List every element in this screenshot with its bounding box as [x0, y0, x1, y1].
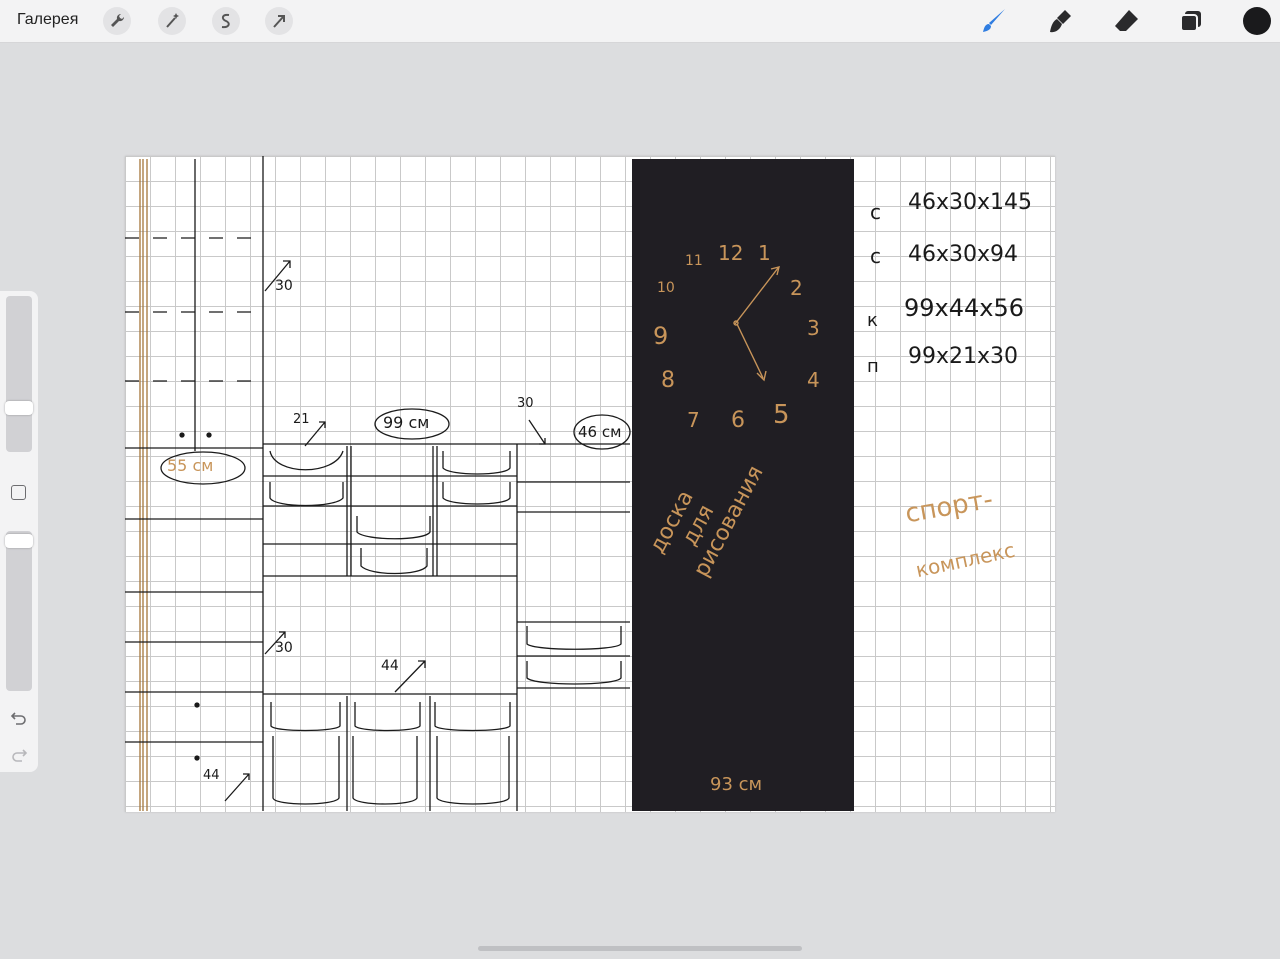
brush-size-slider[interactable] [6, 296, 32, 452]
redo-icon[interactable] [9, 743, 29, 763]
clock-number: 2 [790, 276, 803, 300]
clock-number: 6 [731, 408, 745, 433]
gallery-button[interactable]: Галерея [17, 11, 79, 28]
clock-number: 12 [718, 241, 744, 265]
modify-button[interactable] [11, 485, 26, 500]
clock-number: 11 [685, 253, 703, 269]
eraser-icon[interactable] [1111, 6, 1141, 36]
dim-55-label: 55 см [167, 456, 214, 475]
selection-icon[interactable] [212, 7, 240, 35]
clock-number: 8 [661, 368, 675, 393]
clock-number: 10 [657, 280, 675, 296]
brush-size-thumb[interactable] [5, 401, 33, 415]
home-indicator [478, 946, 802, 951]
transform-arrow-icon[interactable] [265, 7, 293, 35]
spec-4: 99х21х30 [908, 344, 1019, 369]
clock-number: 4 [807, 368, 820, 392]
opacity-thumb[interactable] [5, 534, 33, 548]
dim-44-mid-label: 44 [381, 658, 399, 674]
board-width-label: 93 см [710, 774, 763, 795]
clock-number: 3 [807, 316, 820, 340]
spec-letter: к [867, 310, 878, 331]
dim-44-bottom-label: 44 [203, 768, 220, 783]
dim-21-label: 21 [293, 412, 310, 427]
clock-number: 1 [758, 241, 771, 265]
layers-icon[interactable] [1176, 6, 1206, 36]
clock-number: 9 [653, 322, 669, 350]
spec-letter: с [870, 244, 881, 268]
wrench-icon[interactable] [103, 7, 131, 35]
spec-1: 46х30х145 [908, 190, 1033, 215]
opacity-slider[interactable] [6, 531, 32, 691]
clock-number: 5 [773, 400, 790, 430]
drawing-canvas[interactable]: 55 см 99 см 46 см 21 30 30 30 44 44 12 1… [125, 156, 1055, 812]
blackboard [632, 159, 854, 811]
dim-30-right-label: 30 [517, 396, 534, 411]
color-picker-swatch[interactable] [1243, 7, 1271, 35]
magic-wand-icon[interactable] [158, 7, 186, 35]
brush-icon[interactable] [979, 6, 1009, 36]
smudge-icon[interactable] [1045, 6, 1075, 36]
clock-number: 7 [687, 408, 700, 432]
spec-letter: п [867, 356, 879, 377]
dim-46-label: 46 см [578, 423, 622, 441]
spec-2: 46х30х94 [908, 242, 1019, 267]
spec-letter: с [870, 200, 881, 224]
dim-30-top-label: 30 [275, 278, 293, 294]
sketch-strokes [125, 156, 780, 811]
dim-99-label: 99 см [383, 413, 430, 432]
dim-30-mid-label: 30 [275, 640, 293, 656]
top-toolbar: Галерея [0, 0, 1280, 43]
spec-3: 99х44х56 [904, 294, 1025, 322]
undo-icon[interactable] [9, 706, 29, 726]
left-sidebar [0, 291, 38, 772]
